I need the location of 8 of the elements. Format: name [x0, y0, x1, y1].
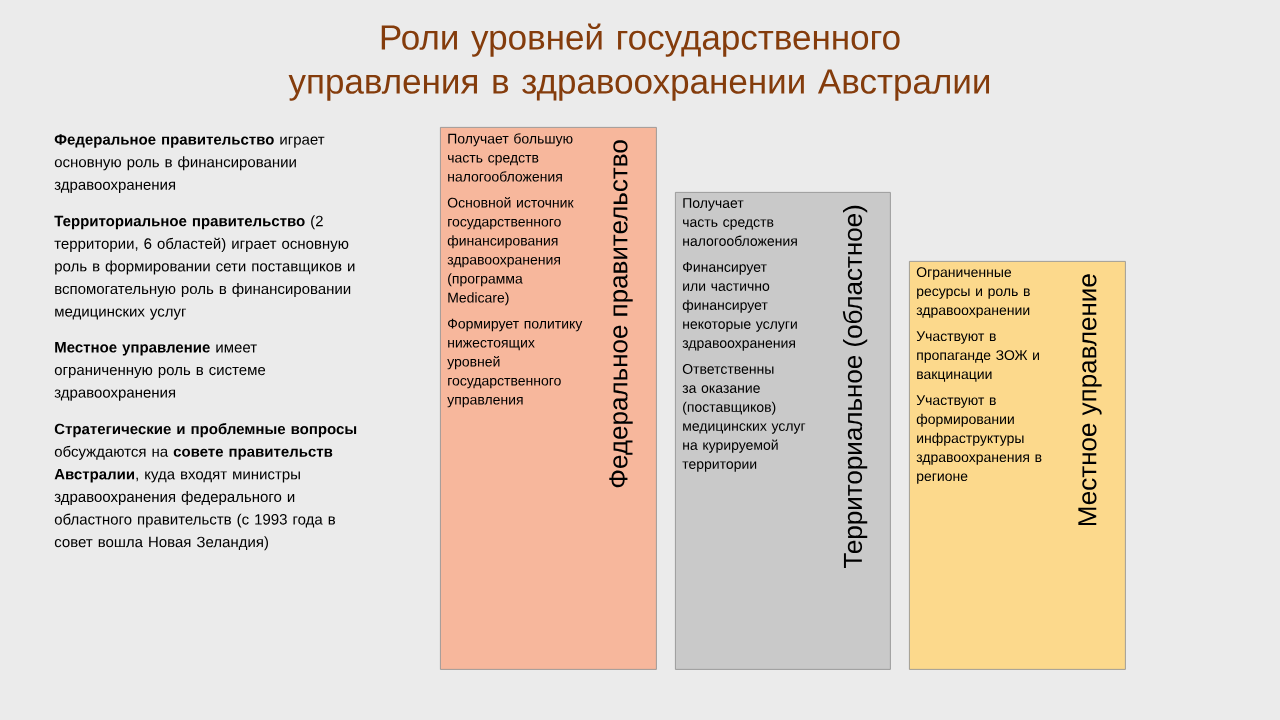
paragraph: Федеральное правительство играет основную роль в финансировании здравоохранения — [54, 134, 325, 193]
paragraph: Местное управление имеет ограниченную роль в системе здравоохранения — [54, 342, 266, 401]
paragraph: Стратегические и проблемные вопросы обсуждаются на совете правительств Австралии, куда входят министры здравоохранения федерального и областного правительств (с 1993 года в совет вошла Новая Зеландия) — [54, 423, 357, 551]
column-box: Федеральное правительство Получает большую часть средств налогообложения Основной источник государственного финансирования здравоохранения (программа Medicare) Формирует политику нижестоящих уровней государственного управления — [440, 127, 657, 670]
column-box: Территориальное (областное) Получает часть средств налогообложения Финансирует или частично финансирует некоторые услуги здравоохранения Ответственны за оказание (поставщиков) медицинских услуг на курируемой территории — [675, 192, 891, 670]
title: Роли уровней государственного управления в здравоохранении Австралии — [288, 23, 989, 101]
column-box: Местное управление Ограниченные ресурсы и роль в здравоохранении Участвуют в пропаганде ЗОЖ и вакцинации Участвуют в формировании инфраструктуры здравоохранения в регионе — [909, 261, 1126, 670]
paragraph: Территориальное правительство (2 территории, 6 областей) играет основную роль в формировании сети поставщиков и вспомогательную роль в финансировании медицинских услуг — [54, 215, 355, 320]
